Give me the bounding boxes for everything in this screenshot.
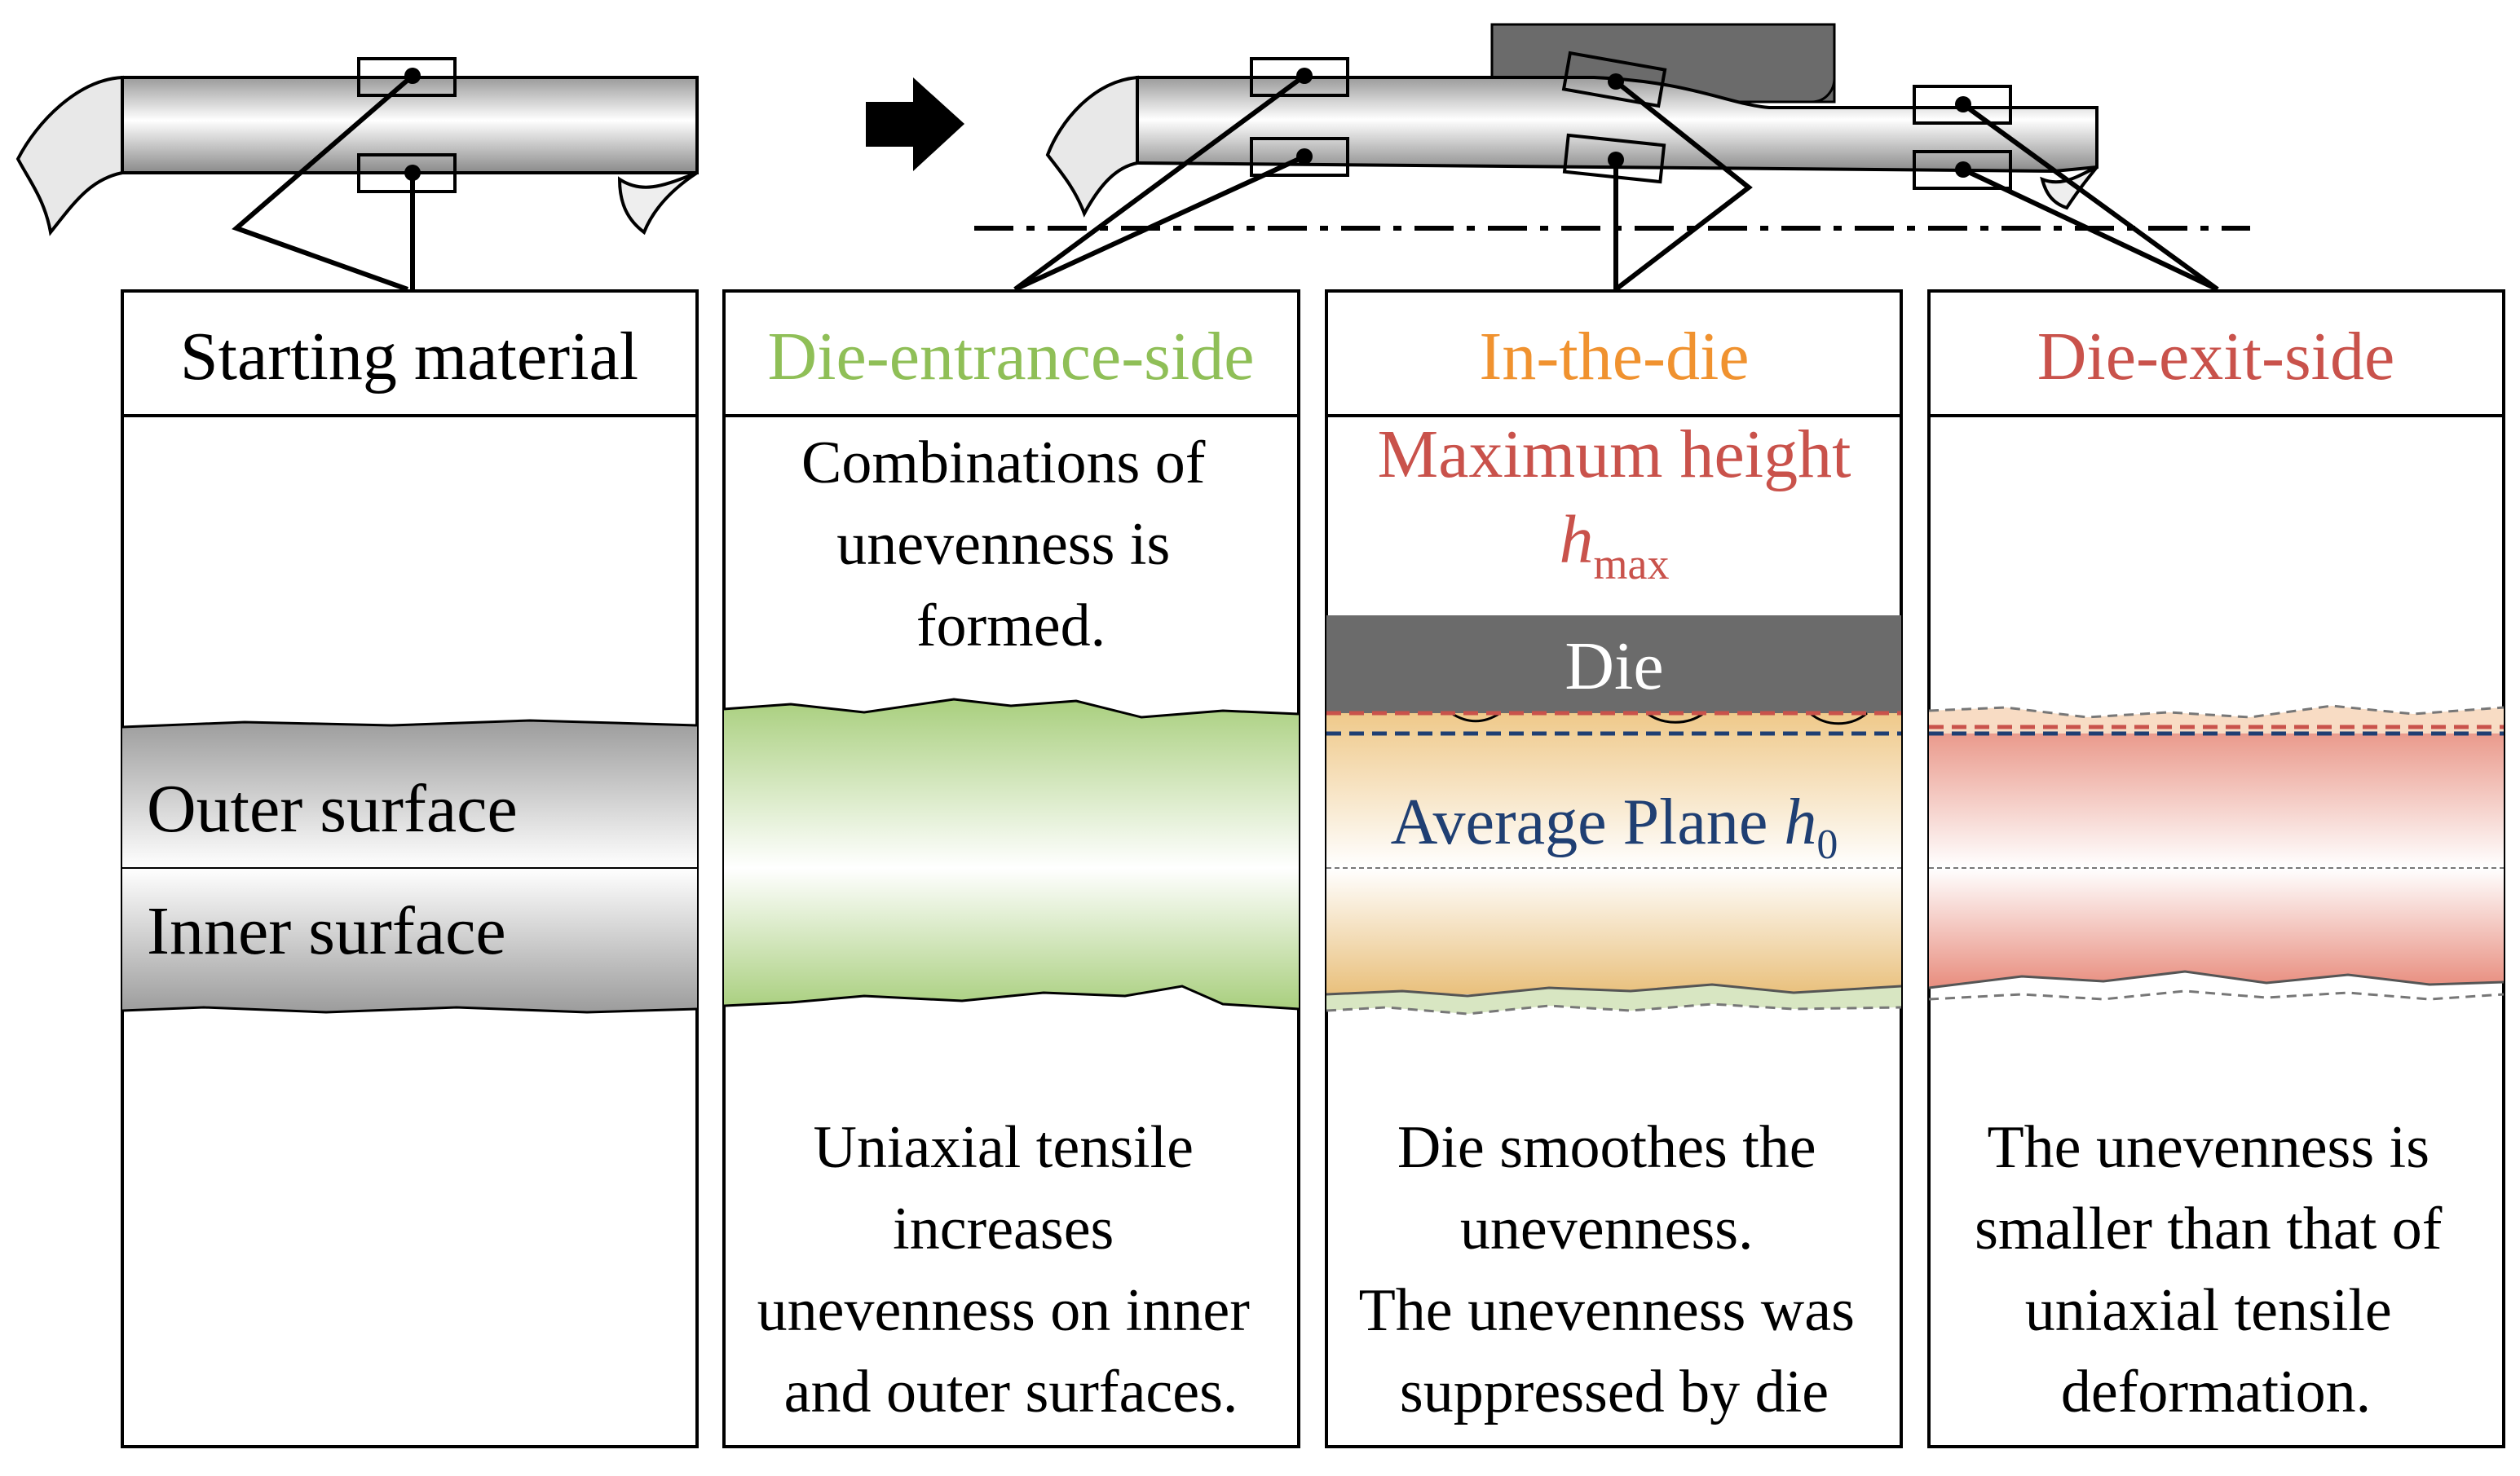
die-entrance-bottom-line: unevenness on inner — [757, 1277, 1250, 1344]
die-entrance-bottom-line: Uniaxial tensile — [814, 1114, 1194, 1181]
die-entrance-top-line: unevenness is — [836, 511, 1170, 578]
header-in-the-die: In-the-die — [1479, 319, 1749, 394]
die-exit-bottom-text: The unevenness is smaller than that of u… — [1975, 1114, 2457, 1425]
outer-surface-label: Outer surface — [147, 771, 518, 847]
die-exit-bottom-line: deformation. — [2061, 1359, 2371, 1425]
h0-subscript: 0 — [1816, 822, 1838, 868]
hmax-symbol: h — [1560, 502, 1594, 578]
max-height-label: Maximum height — [1378, 416, 1851, 492]
die-entrance-top-text: Combinations of unevenness is formed. — [801, 430, 1220, 659]
in-the-die-bottom-line: unevenness. — [1460, 1196, 1754, 1262]
right-arrow-icon — [866, 77, 964, 171]
die-entrance-bottom-text: Uniaxial tensile increases unevenness on… — [757, 1114, 1265, 1425]
inner-surface-label: Inner surface — [147, 893, 506, 969]
starting-material-bands — [121, 719, 698, 1014]
header-die-exit-side: Die-exit-side — [2037, 319, 2395, 394]
in-the-die-bottom-line: The unevenness was — [1359, 1277, 1855, 1344]
die-exit-bottom-line: smaller than that of — [1975, 1196, 2443, 1262]
h0-symbol: h — [1784, 786, 1816, 858]
average-plane-text: Average Plane — [1391, 786, 1785, 858]
header-starting-material: Starting material — [180, 319, 638, 394]
in-the-die-bottom-line: suppressed by die — [1400, 1359, 1829, 1425]
die-entrance-top-line: formed. — [916, 593, 1106, 659]
die-exit-bottom-line: uniaxial tensile — [2025, 1277, 2392, 1344]
starting-tube — [15, 57, 699, 292]
drawn-tube — [974, 23, 2250, 292]
die-exit-bands — [1928, 704, 2505, 1001]
die-entrance-bottom-line: and outer surfaces. — [784, 1359, 1238, 1425]
die-entrance-bands — [723, 698, 1300, 1011]
in-the-die-bands — [1326, 615, 1902, 1016]
die-exit-bottom-line: The unevenness is — [1987, 1114, 2430, 1181]
die-label: Die — [1565, 628, 1663, 704]
hmax-subscript: max — [1594, 540, 1670, 588]
in-the-die-bottom-line: Die smoothes the — [1397, 1114, 1816, 1181]
in-the-die-bottom-text: Die smoothes the unevenness. The unevenn… — [1359, 1114, 1870, 1425]
average-plane-label: Average Plane h0 — [1391, 786, 1838, 868]
hmax-label: hmax — [1560, 502, 1670, 588]
die-entrance-bottom-line: increases — [893, 1196, 1114, 1262]
die-entrance-top-line: Combinations of — [801, 430, 1206, 496]
header-die-entrance-side: Die-entrance-side — [768, 319, 1255, 394]
